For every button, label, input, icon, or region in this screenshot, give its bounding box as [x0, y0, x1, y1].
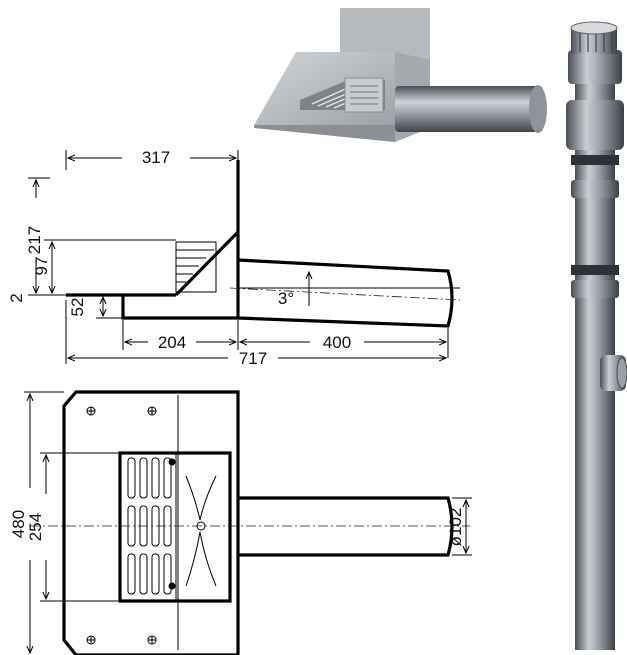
vertical-downpipe — [566, 21, 627, 650]
dim-label-2: 2 — [7, 293, 26, 302]
dim-317 — [65, 150, 239, 170]
dim-label-slope: 3° — [278, 289, 294, 308]
funnel-x-marks — [185, 475, 217, 587]
funnel-slope — [174, 230, 240, 297]
dim-102 — [452, 497, 472, 556]
outlet-pipe-outline — [237, 258, 454, 328]
dim-label-97: 97 — [32, 257, 51, 276]
horizontal-pipe — [395, 85, 547, 133]
grate-slots — [127, 457, 172, 595]
dim-label-717: 717 — [239, 349, 267, 368]
roof-flashing-plate — [254, 8, 430, 142]
dim-label-400: 400 — [323, 333, 351, 352]
dim-label-317: 317 — [142, 148, 170, 167]
grate-frame — [118, 451, 232, 603]
dim-label-204: 204 — [158, 333, 186, 352]
dim-217 — [28, 177, 66, 296]
product-render — [254, 8, 627, 650]
dim-label-217: 217 — [25, 226, 44, 254]
dim-717 — [65, 300, 446, 364]
grate-section — [175, 241, 217, 293]
dim-label-480: 480 — [9, 510, 28, 538]
dim-label-102: ø102 — [446, 508, 465, 547]
dim-254 — [40, 452, 120, 602]
dim-52 — [96, 294, 123, 319]
plan-pipe-outline — [238, 496, 454, 557]
pipe-centerline — [229, 287, 461, 301]
dim-97 — [44, 239, 176, 293]
dim-480 — [24, 391, 64, 653]
dim-204-400 — [122, 320, 449, 358]
screw-icons — [86, 406, 176, 645]
plan-view-drawing: 480 254 ø102 — [9, 390, 472, 655]
dim-label-254: 254 — [26, 513, 45, 541]
side-section-drawing: 317 217 97 2 52 204 400 717 3° — [7, 148, 461, 368]
dim-label-52: 52 — [68, 298, 87, 317]
flange-plate-outline — [62, 390, 240, 655]
